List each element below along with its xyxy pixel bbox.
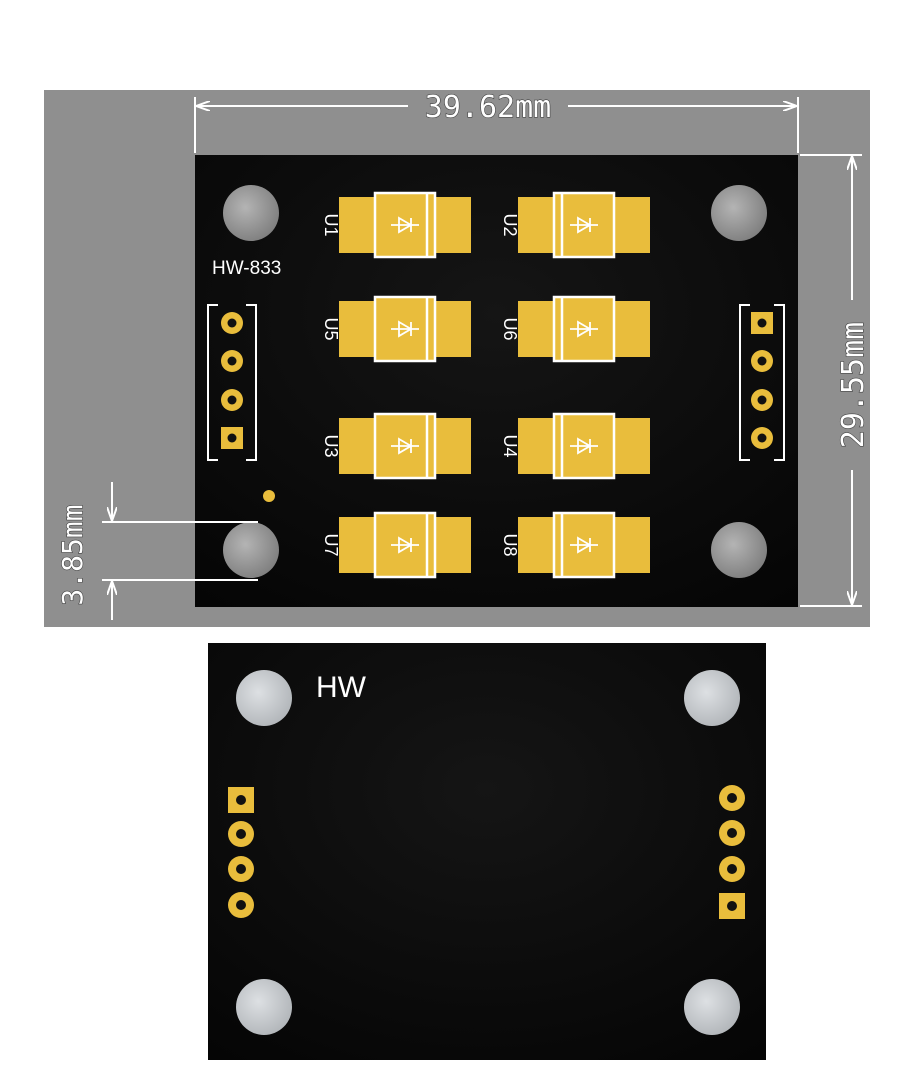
diode-u6: U6 — [500, 295, 650, 363]
diode-u2: U2 — [500, 191, 650, 259]
component-ref-label: U1 — [321, 213, 341, 236]
component-ref-label: U7 — [321, 533, 341, 556]
diode-u8: U8 — [500, 511, 650, 579]
dimension-height: 29.55mm — [800, 154, 872, 607]
bottom-board-label: HW — [316, 671, 367, 704]
smd-pad — [610, 301, 650, 357]
component-ref-label: U8 — [500, 533, 520, 556]
bottom-pad-drill — [236, 795, 246, 805]
smd-pad — [518, 517, 558, 573]
bottom-mounting-hole-bottom-left — [236, 979, 292, 1035]
diode-u4: U4 — [500, 412, 650, 480]
bottom-pad-drill — [236, 900, 246, 910]
bottom-pad-drill — [727, 828, 737, 838]
bottom-pad-drill — [236, 864, 246, 874]
component-ref-label: U4 — [500, 434, 520, 457]
dimension-hole-offset: 3.85mm — [55, 482, 258, 620]
bottom-mounting-hole-top-left — [236, 670, 292, 726]
bottom-mounting-hole-top-right — [684, 670, 740, 726]
header-pin-drill — [757, 395, 767, 405]
component-ref-label: U2 — [500, 213, 520, 236]
mounting-hole-top-right — [711, 185, 767, 241]
diode-symbol-icon — [570, 216, 598, 234]
header-pin-drill — [227, 433, 237, 443]
dimension-height-label: 29.55mm — [836, 322, 871, 448]
mounting-hole-top-left — [223, 185, 279, 241]
header-pin-drill — [757, 433, 767, 443]
header-pin-drill — [757, 318, 767, 328]
bottom-pad-drill — [727, 901, 737, 911]
diode-u5: U5 — [321, 295, 471, 363]
component-ref-label: U6 — [500, 317, 520, 340]
bottom-pcb-board — [208, 643, 766, 1060]
smd-pad — [518, 197, 558, 253]
smd-pad — [610, 197, 650, 253]
smd-pad — [339, 197, 379, 253]
component-ref-label: U3 — [321, 434, 341, 457]
bottom-left-pads — [228, 787, 254, 918]
smd-pad — [339, 418, 379, 474]
left-pin-header — [207, 304, 257, 461]
bottom-pad-drill — [727, 793, 737, 803]
diode-symbol-icon — [391, 536, 419, 554]
component-ref-label: U5 — [321, 317, 341, 340]
right-header-silkscreen — [739, 304, 785, 461]
diode-symbol-icon — [570, 536, 598, 554]
bottom-pad-drill — [727, 864, 737, 874]
smd-pad — [431, 517, 471, 573]
smd-pad — [518, 418, 558, 474]
left-header-silkscreen — [207, 304, 257, 461]
smd-pad — [610, 418, 650, 474]
bottom-mounting-hole-bottom-right — [684, 979, 740, 1035]
diode-symbol-icon — [391, 320, 419, 338]
smd-pad — [431, 301, 471, 357]
diode-u1: U1 — [321, 191, 471, 259]
diode-symbol-icon — [391, 216, 419, 234]
dimension-hole-offset-label: 3.85mm — [56, 504, 89, 605]
right-pin-header — [739, 304, 785, 461]
board-label: HW-833 — [212, 258, 281, 279]
mounting-hole-bottom-right — [711, 522, 767, 578]
top-pcb-board — [195, 155, 798, 607]
diode-u7: U7 — [321, 511, 471, 579]
header-pin-drill — [227, 356, 237, 366]
smd-pad — [339, 301, 379, 357]
diode-u3: U3 — [321, 412, 471, 480]
dimension-width-label: 39.62mm — [425, 90, 551, 125]
smd-pad — [431, 418, 471, 474]
bottom-right-pads — [719, 785, 745, 919]
smd-pad — [431, 197, 471, 253]
diode-symbol-icon — [570, 437, 598, 455]
header-pin-drill — [757, 356, 767, 366]
mounting-hole-bottom-left — [223, 522, 279, 578]
dimension-width: 39.62mm — [194, 89, 799, 153]
bottom-pad-drill — [236, 829, 246, 839]
diode-symbol-icon — [391, 437, 419, 455]
header-pin-drill — [227, 395, 237, 405]
smd-pad — [610, 517, 650, 573]
bottom-view: HW — [208, 643, 766, 1060]
smd-pad — [339, 517, 379, 573]
header-pin-drill — [227, 318, 237, 328]
fiducial-dot — [263, 490, 275, 502]
smd-pad — [518, 301, 558, 357]
diode-symbol-icon — [570, 320, 598, 338]
